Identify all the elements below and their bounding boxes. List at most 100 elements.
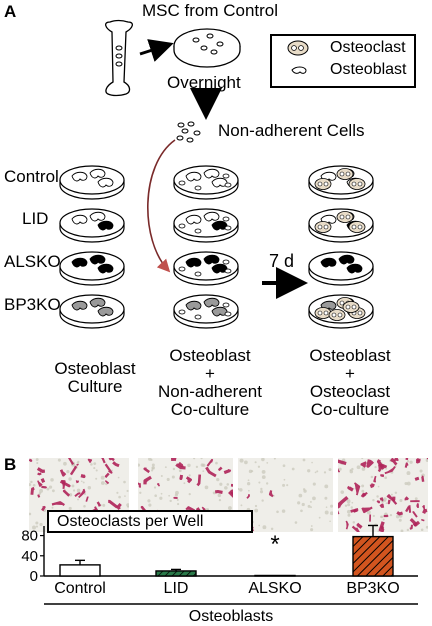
col3-caption: Osteoblast + Osteoclast Co-culture (309, 346, 391, 419)
nonadherent-cell (222, 259, 230, 265)
y-tick-label: 0 (30, 568, 38, 585)
row-label-control: Control (4, 167, 59, 186)
msc-source-label: MSC from Control (142, 1, 279, 20)
nonadherent-cell (222, 302, 230, 308)
nonadherent-label: Non-adherent Cells (218, 121, 365, 140)
panel-a-label: A (4, 2, 17, 21)
osteoblast-cell (97, 220, 114, 231)
nonadherent-cell (178, 223, 186, 229)
x-tick-label: ALSKO (248, 580, 301, 597)
osteoclast-cell (314, 307, 332, 319)
bar-bp3ko (352, 535, 394, 577)
osteoblast-cell (185, 300, 202, 311)
osteoblast-cell (203, 297, 220, 308)
culture-dish (173, 208, 239, 243)
x-tick-label: Control (54, 580, 106, 597)
bone-shape (105, 19, 133, 97)
osteoblast-cell (89, 211, 106, 222)
y-tick-label: 80 (21, 528, 38, 545)
bar-alsko (254, 574, 296, 577)
osteoblast-cell (203, 168, 220, 179)
micrograph-bp3ko (338, 458, 428, 532)
bone-to-dish-arrow (139, 39, 174, 62)
osteoblast-cell (203, 254, 220, 265)
culture-dish (59, 208, 125, 243)
nonadherent-cell (224, 311, 232, 317)
osteoclast-cell (348, 221, 366, 233)
osteoblast-cell (97, 177, 114, 188)
micrograph-alsko (238, 458, 333, 532)
osteoclast-cell (336, 211, 354, 223)
row-label-alsko: ALSKO (4, 252, 61, 271)
culture-dish (59, 294, 125, 329)
osteoblast-cell (71, 171, 88, 182)
legend: Osteoclast Osteoblast (270, 34, 416, 88)
nonadherent-cell (178, 180, 186, 186)
osteoclast-cell (342, 301, 360, 313)
col1-caption: Osteoblast Culture (54, 359, 136, 396)
osteoblast-cell (211, 263, 228, 274)
osteoblast-cell (89, 297, 106, 308)
osteoblast-cell (71, 300, 88, 311)
duration-label: 7 d (269, 251, 295, 271)
nonadherent-cell (224, 225, 232, 231)
nonadherent-cell (178, 266, 186, 272)
bar-control (59, 564, 101, 577)
osteoblast-cell (338, 254, 355, 265)
nonadherent-cell (194, 185, 202, 191)
osteoclast-cell (336, 168, 354, 180)
y-tick-label: 40 (21, 548, 38, 565)
x-axis-label: Osteoblasts (189, 608, 273, 625)
nonadherent-cell (224, 182, 232, 188)
osteoblast-cell (89, 168, 106, 179)
osteoblast-cell (89, 254, 106, 265)
nonadherent-cell (222, 216, 230, 222)
osteoblast-cell (185, 171, 202, 182)
nonadherent-cell (194, 314, 202, 320)
culture-dish (59, 165, 125, 200)
nonadherent-cell (194, 271, 202, 277)
osteoblast-cell (203, 211, 220, 222)
x-tick-label: LID (164, 580, 189, 597)
osteoblast-legend-icon (291, 66, 307, 74)
nonadherent-cell (222, 173, 230, 179)
culture-dish (173, 294, 239, 329)
culture-dish (308, 294, 374, 329)
msc-dish (173, 28, 241, 68)
osteoblast-cell (71, 214, 88, 225)
nonadherent-cell (194, 228, 202, 234)
significance-marker: * (270, 531, 279, 558)
workflow-diagram (59, 19, 374, 329)
culture-dish (173, 251, 239, 286)
osteoclast-legend-icon (287, 40, 309, 56)
legend-osteoclast-label: Osteoclast (330, 39, 406, 56)
osteoblast-cell (71, 257, 88, 268)
chart-title: Osteoclasts per Well (47, 510, 253, 533)
culture-dish (173, 165, 239, 200)
nonadherent-cells (176, 121, 201, 143)
legend-osteoblast-label: Osteoblast (330, 61, 407, 78)
overnight-label: Overnight (167, 73, 241, 92)
osteoblast-cell (211, 306, 228, 317)
osteoblast-cell (97, 306, 114, 317)
panel-b-label: B (4, 455, 17, 474)
x-tick-label: BP3KO (346, 580, 399, 597)
osteoblast-cell (346, 263, 363, 274)
osteoblast-cell (211, 220, 228, 231)
nonadherent-cell (224, 268, 232, 274)
col2-caption: Osteoblast + Non-adherent Co-culture (158, 346, 262, 419)
osteoblast-cell (320, 257, 337, 268)
osteoblast-cell (211, 177, 228, 188)
bar-lid (155, 570, 197, 577)
culture-dish (308, 208, 374, 243)
culture-dish (59, 251, 125, 286)
culture-dish (308, 251, 374, 286)
row-label-lid: LID (22, 209, 49, 228)
osteoclast-cell (348, 178, 366, 190)
osteoclast-cell (328, 309, 346, 321)
osteoblast-cell (185, 214, 202, 225)
osteoblast-cell (97, 263, 114, 274)
osteoblast-cell (185, 257, 202, 268)
row-label-bp3ko: BP3KO (4, 295, 61, 314)
